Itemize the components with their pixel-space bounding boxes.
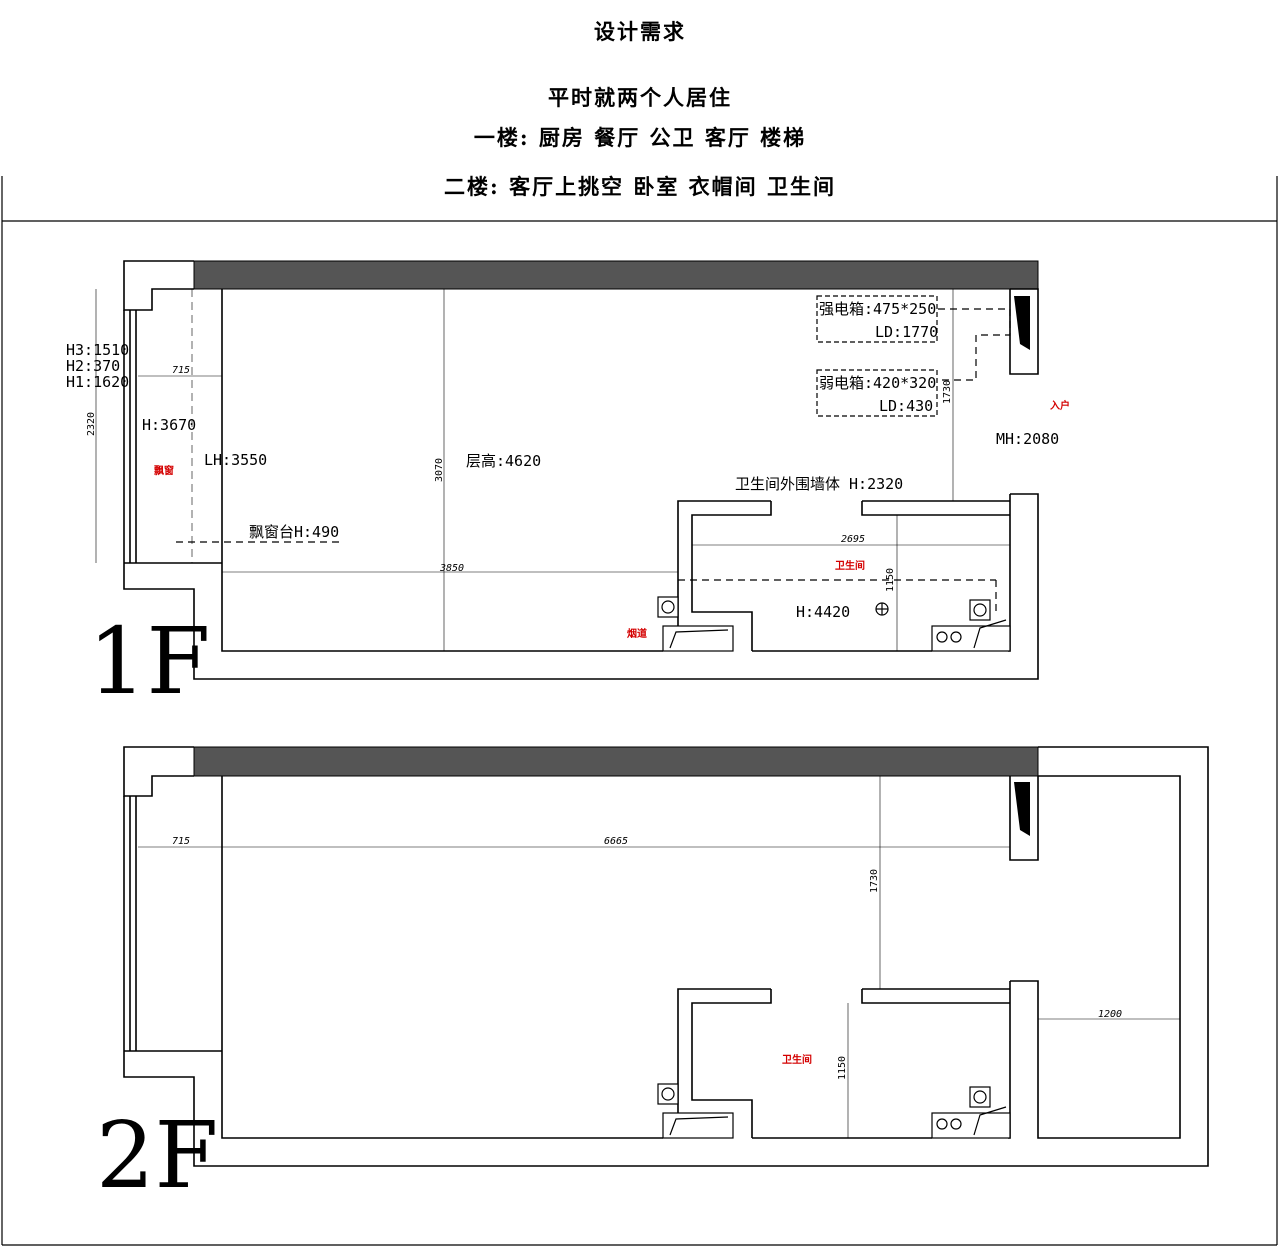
toilet-sink-fixture-icon	[931, 599, 1011, 652]
dim-715-1f: 715	[172, 365, 190, 376]
label-bathroom-1f: 卫生间	[835, 559, 865, 572]
dim-2320: 2320	[86, 412, 97, 436]
requirement-second-floor: 二楼: 客厅上挑空 卧室 衣帽间 卫生间	[444, 174, 836, 199]
dashed-lines-1f	[176, 308, 1011, 612]
label-bay-sill: 飘窗台H:490	[249, 523, 339, 541]
dim-3070: 3070	[434, 458, 445, 482]
floor-drain-icon	[875, 602, 889, 616]
north-wall-1f	[193, 260, 1039, 290]
dim-1730-1f: 1730	[942, 380, 953, 404]
dimension-lines-2f	[138, 776, 1180, 1138]
label-weak-ld: LD:430	[879, 397, 933, 415]
flue-fixture-icon	[657, 596, 734, 652]
entry-door-icon-2f	[1014, 782, 1030, 836]
walls-2f	[123, 746, 1209, 1167]
floor-label-1f: 1F	[88, 608, 210, 715]
requirement-occupants: 平时就两个人居住	[548, 85, 732, 110]
page-title: 设计需求	[594, 19, 686, 44]
north-wall-2f	[193, 746, 1039, 777]
label-weak-box: 弱电箱:420*320	[819, 374, 936, 392]
flue-fixture-icon-2f	[657, 1083, 734, 1139]
dim-1730-2f: 1730	[869, 869, 880, 893]
entry-door-icon	[1014, 296, 1030, 350]
plan-1f: 1F H3:1510 H2:370 H1:1620 715 2320 H:367…	[66, 260, 1070, 715]
label-h2: H2:370	[66, 357, 120, 375]
label-strong-ld: LD:1770	[875, 323, 938, 341]
label-flue: 烟道	[627, 627, 647, 640]
label-bathroom-2f: 卫生间	[782, 1053, 812, 1066]
dim-1200: 1200	[1098, 1009, 1122, 1020]
label-h3: H3:1510	[66, 341, 129, 359]
plan-2f: 2F 715 6665 1730 1200 卫生间 1150	[96, 746, 1209, 1209]
label-ceiling-height: 层高:4620	[466, 452, 541, 470]
dim-1150-1f: 1150	[885, 568, 896, 592]
label-entry: 入户	[1050, 399, 1070, 412]
dim-6665: 6665	[604, 836, 628, 847]
requirement-first-floor: 一楼: 厨房 餐厅 公卫 客厅 楼梯	[473, 125, 807, 150]
label-strong-box: 强电箱:475*250	[819, 300, 936, 318]
label-h-3670: H:3670	[142, 416, 196, 434]
label-h-4420: H:4420	[796, 603, 850, 621]
dimension-lines-1f	[95, 289, 1010, 651]
dim-715-2f: 715	[172, 836, 190, 847]
label-h1: H1:1620	[66, 373, 129, 391]
strong-electric-box	[816, 295, 938, 343]
label-lh-3550: LH:3550	[204, 451, 267, 469]
weak-electric-box	[816, 369, 938, 417]
dim-3850: 3850	[439, 563, 464, 574]
toilet-sink-fixture-icon-2f	[931, 1086, 1011, 1139]
label-bay-window: 飘窗	[154, 464, 174, 477]
floor-label-2f: 2F	[96, 1102, 218, 1209]
dim-2695: 2695	[841, 534, 865, 545]
drawing-frame	[1, 176, 1278, 1246]
label-bath-wall: 卫生间外围墙体 H:2320	[735, 475, 903, 493]
label-mh: MH:2080	[996, 430, 1059, 448]
dim-1150-2f: 1150	[837, 1056, 848, 1080]
